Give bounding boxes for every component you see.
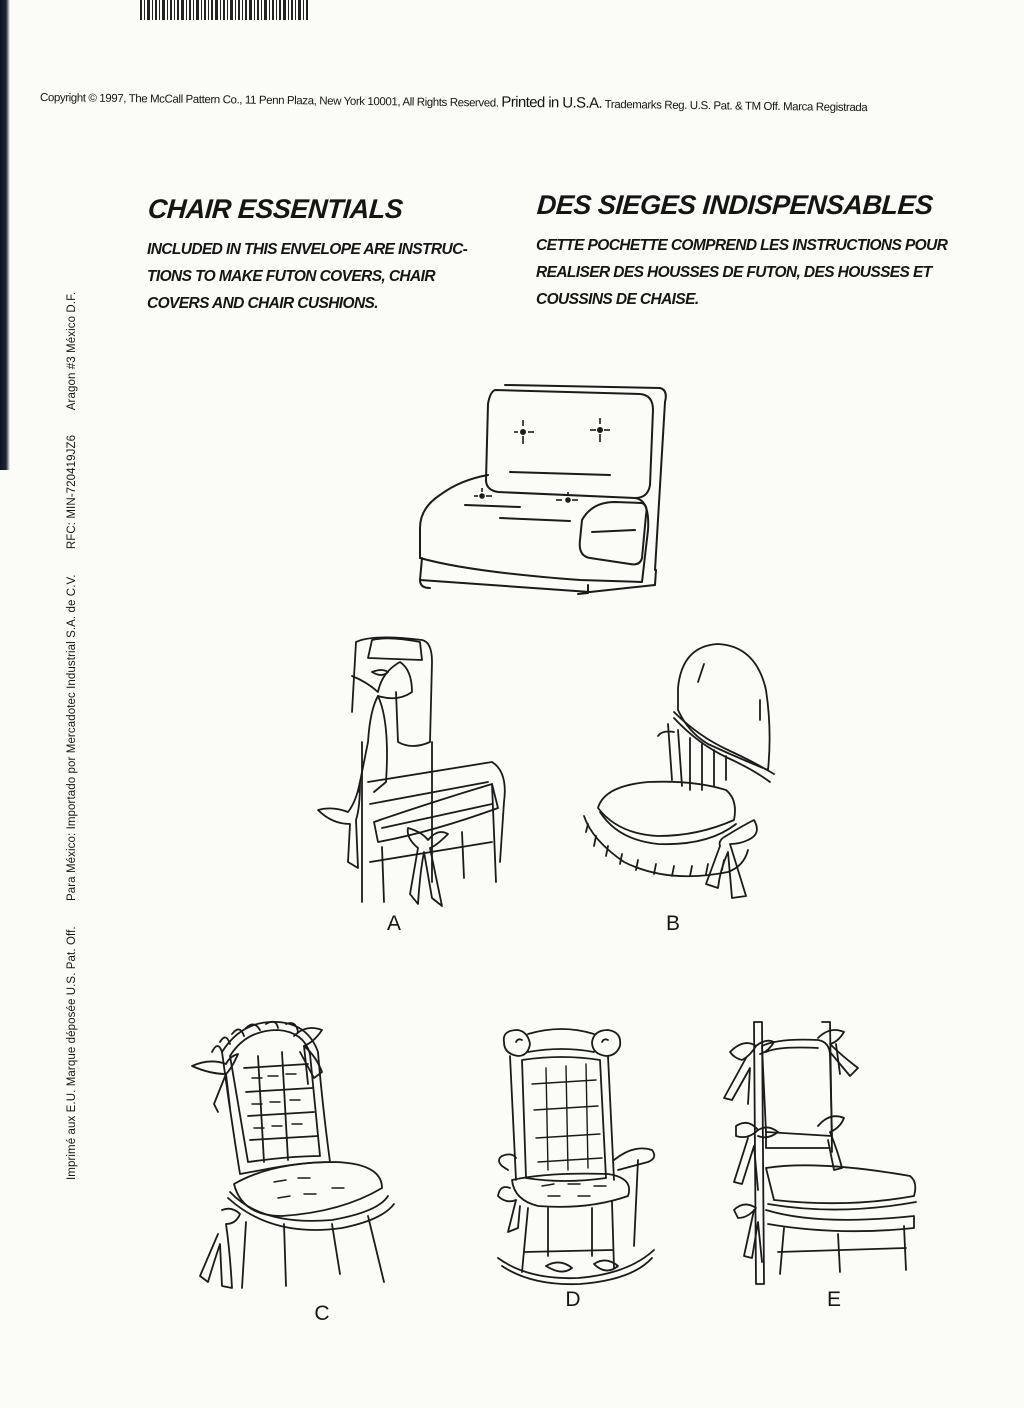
printed-in-usa: Printed in U.S.A. xyxy=(501,93,603,112)
view-a-label: A xyxy=(386,912,401,935)
english-description: INCLUDED IN THIS ENVELOPE ARE INSTRUC- T… xyxy=(147,236,487,317)
english-line: TIONS TO MAKE FUTON COVERS, CHAIR xyxy=(147,268,436,285)
french-line: REALISER DES HOUSSES DE FUTON, DES HOUSS… xyxy=(536,264,932,281)
copyright-text: Copyright © 1997, The McCall Pattern Co.… xyxy=(39,92,499,110)
dark-edge xyxy=(0,0,10,470)
view-e-label: E xyxy=(826,1288,841,1311)
view-d-label: D xyxy=(565,1288,581,1311)
chair-b-illustration xyxy=(578,640,788,908)
chair-a-illustration xyxy=(312,632,512,912)
futon-illustration xyxy=(410,380,670,600)
copyright-line: Copyright © 1997, The McCall Pattern Co.… xyxy=(40,88,980,116)
french-description: CETTE POCHETTE COMPREND LES INSTRUCTIONS… xyxy=(536,232,966,313)
rfc-text: RFC: MIN-720419JZ6 xyxy=(66,434,78,550)
trademarks-text: Trademarks Reg. U.S. Pat. & TM Off. Marc… xyxy=(604,98,868,115)
english-title: CHAIR ESSENTIALS xyxy=(146,194,404,224)
chair-d-illustration xyxy=(488,1020,660,1286)
barcode xyxy=(140,0,308,20)
vertical-import-text: Imprimé aux E.U. Marque déposée U.S. Pat… xyxy=(66,140,78,1180)
french-line: COUSSINS DE CHAISE. xyxy=(536,291,699,308)
french-title: DES SIEGES INDISPENSABLES xyxy=(535,190,934,220)
chair-e-illustration xyxy=(718,1012,924,1288)
french-line: CETTE POCHETTE COMPREND LES INSTRUCTIONS… xyxy=(536,237,948,254)
english-line: INCLUDED IN THIS ENVELOPE ARE INSTRUC- xyxy=(147,241,468,258)
imprime-text: Imprimé aux E.U. Marque déposée U.S. Pat… xyxy=(66,926,78,1180)
chair-c-illustration xyxy=(182,1012,404,1292)
address-text: Aragon #3 México D.F. xyxy=(66,291,78,411)
view-c-label: C xyxy=(314,1302,330,1325)
para-mexico-text: Para México: Importado por Mercadotec In… xyxy=(66,574,78,902)
view-b-label: B xyxy=(665,912,680,935)
english-line: COVERS AND CHAIR CUSHIONS. xyxy=(147,295,379,312)
